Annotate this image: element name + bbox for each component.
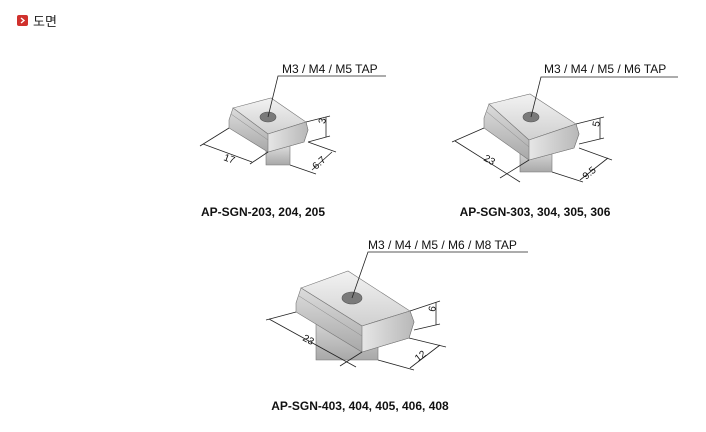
dim-height-2: 5 bbox=[591, 120, 603, 128]
dim-width-3: 12 bbox=[413, 349, 429, 365]
caption-2: AP-SGN-303, 304, 305, 306 bbox=[460, 205, 611, 219]
tap-label-2: M3 / M4 / M5 / M6 TAP bbox=[544, 62, 666, 76]
t-nut-part-3 bbox=[295, 270, 415, 361]
dim-height-1: 3 bbox=[317, 117, 329, 125]
t-nut-part-2 bbox=[483, 93, 580, 173]
section-header: 도면 bbox=[17, 11, 57, 30]
t-nut-part-1 bbox=[228, 97, 309, 166]
tap-leader-1 bbox=[267, 75, 386, 118]
tap-leader-3 bbox=[351, 251, 528, 299]
tap-label-3: M3 / M4 / M5 / M6 / M8 TAP bbox=[368, 238, 517, 252]
part-drawing-2: M3 / M4 / M5 / M6 TAP 23 5 9.5 AP-SGN-30… bbox=[451, 62, 678, 219]
dim-length-3: 23 bbox=[301, 333, 316, 348]
dim-height-3: 6 bbox=[427, 305, 439, 313]
dim-length-2: 23 bbox=[482, 153, 498, 168]
section-title: 도면 bbox=[33, 14, 57, 29]
chevron-right-icon bbox=[17, 15, 28, 26]
tap-leader-2 bbox=[530, 76, 678, 118]
dim-length-1: 17 bbox=[222, 152, 237, 166]
part-drawing-3: M3 / M4 / M5 / M6 / M8 TAP 23 6 12 AP-SG… bbox=[265, 238, 528, 413]
tap-label-1: M3 / M4 / M5 TAP bbox=[282, 62, 378, 76]
part-drawing-1: M3 / M4 / M5 TAP 17 3 6.7 AP-SGN-203, 20… bbox=[199, 62, 386, 219]
caption-3: AP-SGN-403, 404, 405, 406, 408 bbox=[271, 399, 449, 413]
caption-1: AP-SGN-203, 204, 205 bbox=[201, 205, 325, 219]
